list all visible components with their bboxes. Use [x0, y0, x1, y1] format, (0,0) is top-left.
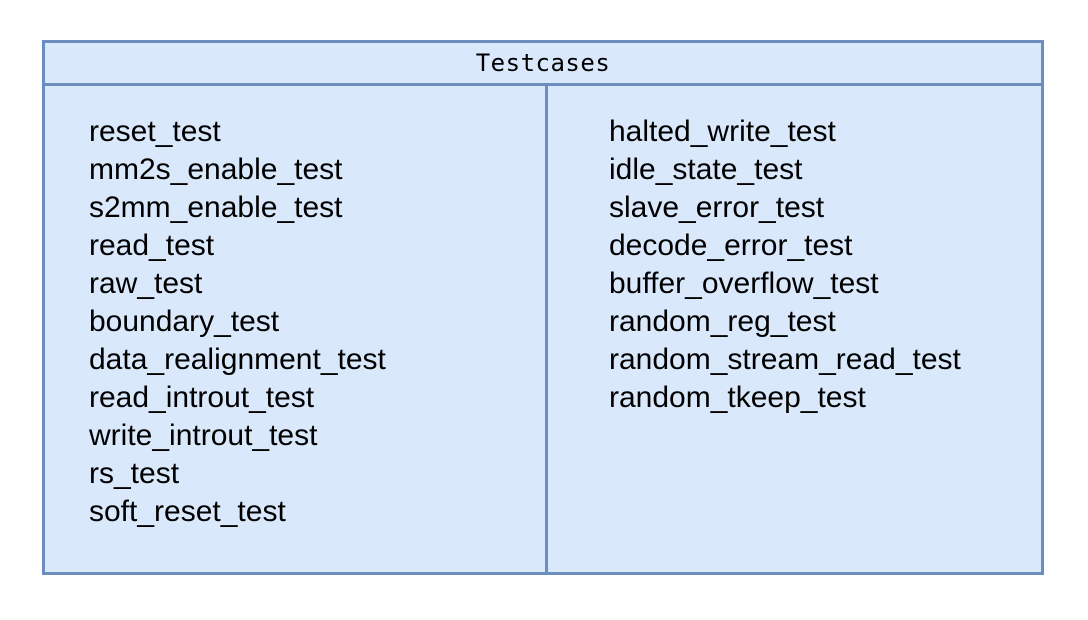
testcase-item: random_stream_read_test [609, 343, 961, 376]
testcase-item: read_test [89, 229, 215, 262]
testcase-item: soft_reset_test [89, 495, 286, 528]
testcase-item: read_introut_test [89, 381, 315, 414]
testcase-item: random_tkeep_test [609, 381, 866, 414]
testcase-item: slave_error_test [609, 191, 825, 224]
table-header: Testcases [45, 43, 1041, 86]
left-column: reset_test mm2s_enable_test s2mm_enable_… [89, 113, 386, 531]
column-divider [545, 86, 548, 572]
testcase-item: random_reg_test [609, 305, 836, 338]
testcase-item: buffer_overflow_test [609, 267, 879, 300]
table-title: Testcases [475, 49, 611, 77]
testcase-item: mm2s_enable_test [89, 153, 343, 186]
testcase-item: write_introut_test [89, 419, 318, 452]
testcase-item: boundary_test [89, 305, 280, 338]
testcases-table: Testcases reset_test mm2s_enable_test s2… [42, 40, 1044, 575]
testcase-item: idle_state_test [609, 153, 803, 186]
testcase-item: data_realignment_test [89, 343, 386, 376]
testcase-item: raw_test [89, 267, 203, 300]
testcase-item: reset_test [89, 115, 221, 148]
right-column: halted_write_test idle_state_test slave_… [609, 113, 961, 417]
testcase-item: rs_test [89, 457, 180, 490]
testcase-item: s2mm_enable_test [89, 191, 343, 224]
testcase-item: decode_error_test [609, 229, 853, 262]
testcase-item: halted_write_test [609, 115, 836, 148]
